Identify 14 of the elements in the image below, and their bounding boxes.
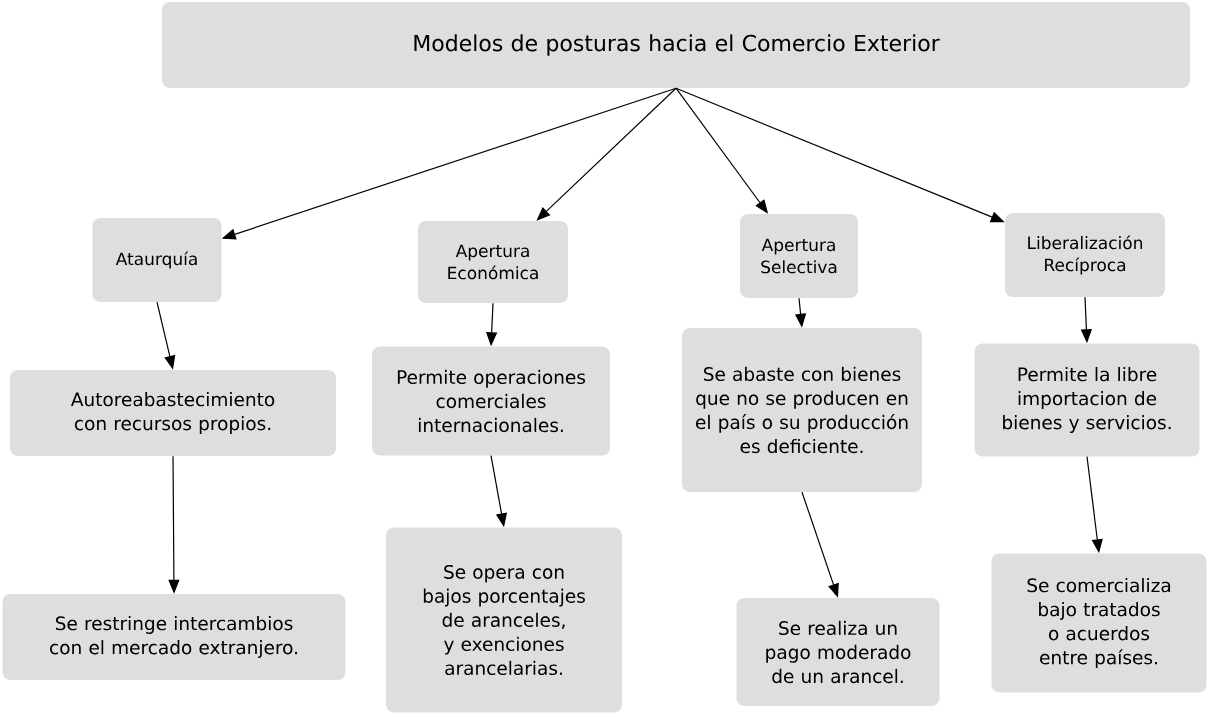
category-box: Liberalización Recíproca (1005, 213, 1165, 297)
description-box: Se abaste con bienes que no se producen en el país o su producción es deficiente. (682, 328, 922, 492)
description-box: Se opera con bajos porcentajes de aranceles, y exenciones arancelarias. (386, 527, 622, 713)
description-box: Permite la libre importacion de bienes y servicios. (974, 343, 1200, 457)
description-box: Se comercializa bajo tratados o acuerdos entre países. (991, 553, 1207, 693)
description-box: Permite operaciones comerciales internacionales. (372, 346, 610, 456)
description-box: Se realiza un pago moderado de un arancel. (736, 598, 940, 706)
title-box: Modelos de posturas hacia el Comercio Exterior (162, 2, 1190, 88)
arrow (536, 87, 677, 221)
category-box: Ataurquía (92, 218, 222, 302)
description-box: Autoreabastecimiento con recursos propios. (10, 370, 336, 456)
category-box: Apertura Económica (418, 221, 568, 303)
category-box: Apertura Selectiva (740, 214, 858, 298)
description-box: Se restringe intercambios con el mercado extranjero. (2, 594, 346, 680)
